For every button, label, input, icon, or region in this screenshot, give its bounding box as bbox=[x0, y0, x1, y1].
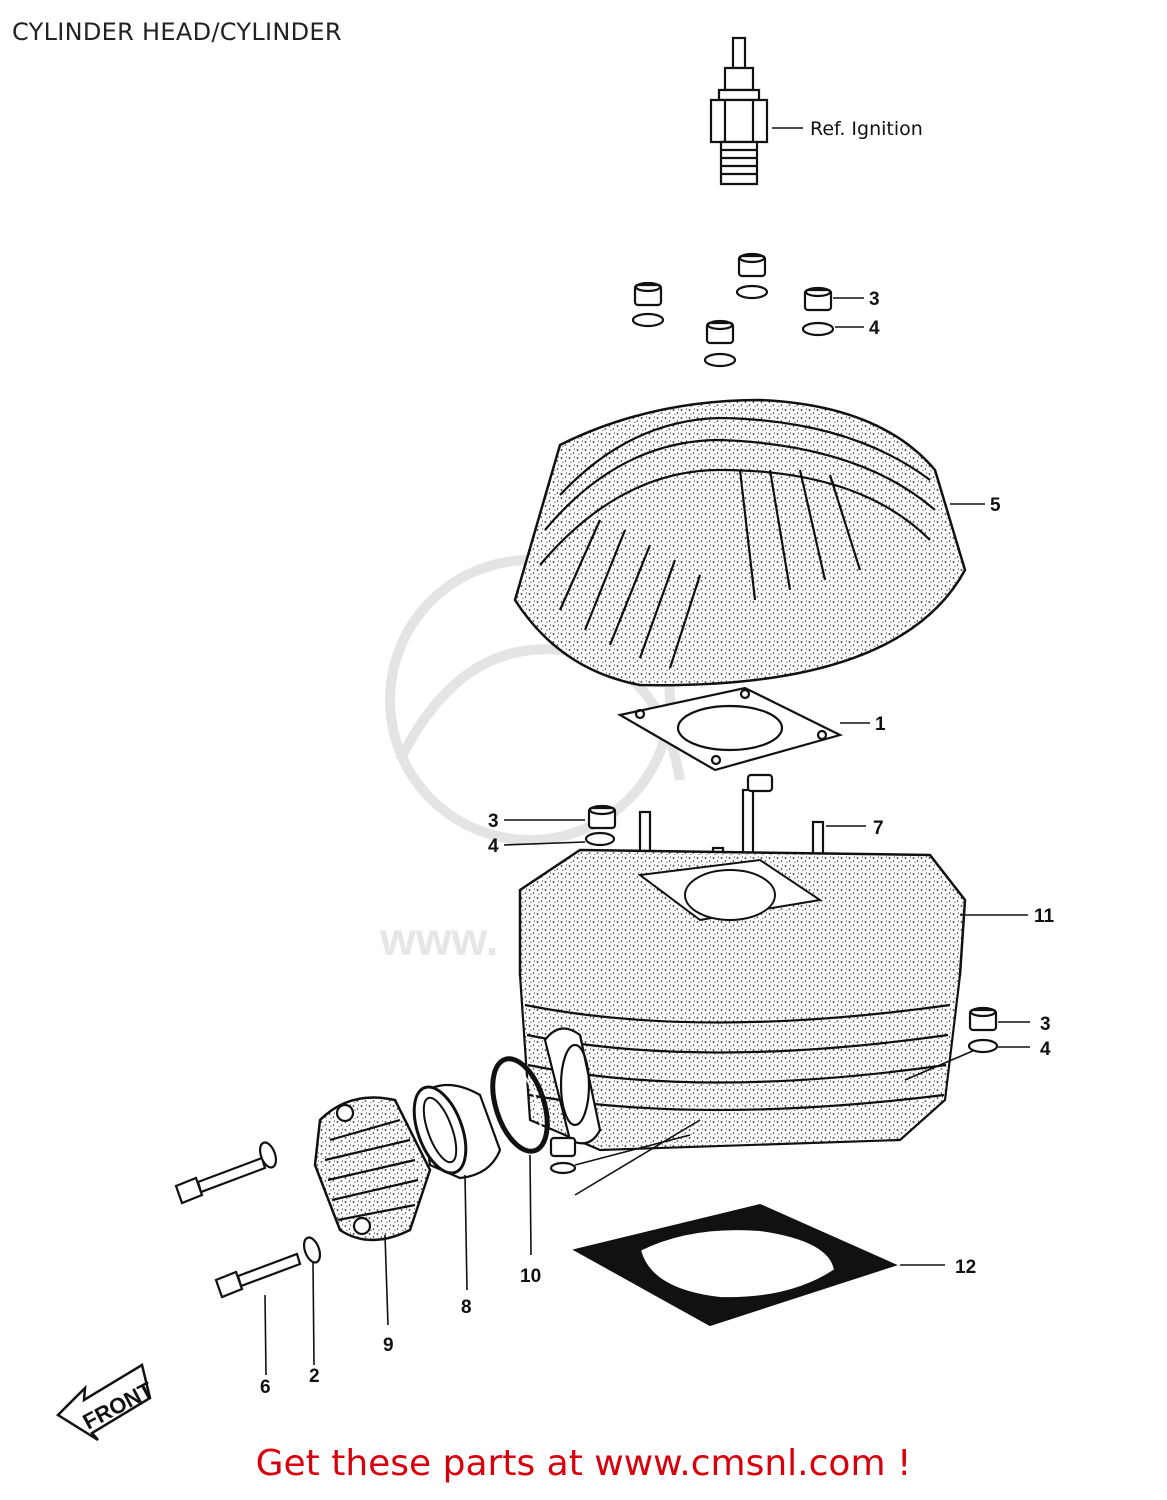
cylinder-nut-washer-right bbox=[967, 1006, 1030, 1054]
front-arrow: FRONT bbox=[56, 1363, 158, 1442]
base-gasket bbox=[572, 1203, 945, 1327]
callout-12: 12 bbox=[955, 1257, 976, 1278]
cylinder-head bbox=[513, 398, 985, 687]
callout-6: 6 bbox=[260, 1377, 271, 1398]
callout-3-right: 3 bbox=[1040, 1014, 1051, 1035]
intake-nut-washer bbox=[549, 1136, 577, 1175]
callout-labels: 5 3 4 1 3 4 7 11 3 4 12 10 8 9 2 6 bbox=[260, 289, 1055, 1398]
cylinder bbox=[518, 848, 1028, 1196]
callout-7: 7 bbox=[873, 818, 884, 839]
callout-9: 9 bbox=[383, 1335, 394, 1356]
svg-text:www.: www. bbox=[379, 913, 498, 965]
footer-promo: Get these parts at www.cmsnl.com ! bbox=[255, 1443, 912, 1484]
intake-bolts-washers bbox=[174, 1141, 322, 1376]
callout-11: 11 bbox=[1034, 906, 1055, 927]
callout-1: 1 bbox=[875, 714, 886, 735]
head-gasket bbox=[616, 686, 870, 772]
intake-manifold bbox=[313, 1096, 432, 1326]
callout-10: 10 bbox=[520, 1266, 541, 1287]
head-nuts-washers bbox=[631, 252, 864, 368]
cylinder-nut-washer-left bbox=[503, 804, 617, 847]
ref-ignition-label: Ref. Ignition bbox=[810, 118, 923, 140]
callout-4-top: 4 bbox=[869, 318, 880, 339]
callout-8: 8 bbox=[461, 1297, 472, 1318]
callout-2: 2 bbox=[309, 1366, 320, 1387]
callout-3-top: 3 bbox=[869, 289, 880, 310]
intake-pipe bbox=[412, 1084, 502, 1291]
callout-3-left: 3 bbox=[488, 811, 499, 832]
intake-o-ring bbox=[490, 1056, 550, 1256]
callout-5: 5 bbox=[990, 495, 1001, 516]
page-title: CYLINDER HEAD/CYLINDER bbox=[12, 18, 342, 46]
callout-4-left: 4 bbox=[488, 836, 499, 857]
spark-plug: Ref. Ignition bbox=[709, 36, 923, 186]
callout-4-right: 4 bbox=[1040, 1039, 1051, 1060]
